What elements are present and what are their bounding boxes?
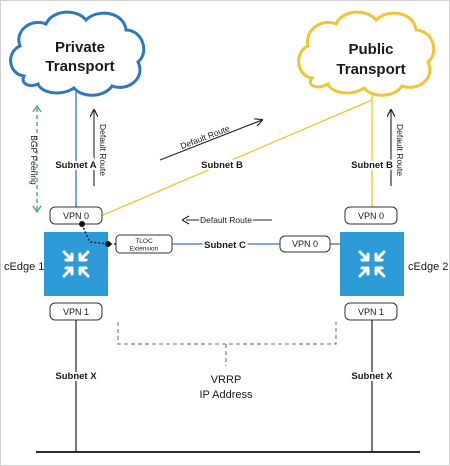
cedge1-label: cEdge 1 (4, 261, 44, 273)
vrrp-line1: VRRP (211, 374, 242, 386)
cedge2-label: cEdge 2 (408, 261, 448, 273)
tloc-dot-top (79, 221, 85, 227)
default-route-mid-arrowhead (181, 215, 190, 225)
tloc-line2: Extension (130, 246, 159, 253)
bgp-arrow-top (32, 104, 42, 113)
bgp-arrow-bottom (32, 205, 42, 214)
cedge2-router (340, 232, 404, 296)
default-route-mid-label: Default Route (200, 215, 252, 225)
cedge2-vpn1-label: VPN 1 (358, 307, 384, 317)
vrrp-line2: IP Address (200, 389, 253, 401)
public-link-subnet-b-left (81, 99, 373, 225)
cedge1-router (44, 232, 108, 296)
public-transport-cloud: Public Transport (297, 10, 436, 97)
cedge2-vpn0-box (344, 206, 398, 225)
default-route-right-label: Default Route (395, 124, 405, 176)
private-cloud-line2: Transport (45, 58, 114, 75)
cedge2-vpn1-box (344, 302, 398, 321)
subnet-x-left-label: Subnet X (55, 371, 97, 382)
cedge1-vpn0-box (49, 206, 103, 225)
default-route-left-label: Default Route (98, 124, 108, 176)
bgp-peering-label: BGP Peering (29, 135, 39, 185)
cedge2-vpn0-side-label: VPN 0 (292, 239, 318, 249)
tloc-line1: TLOC (135, 238, 153, 245)
default-route-diag-label: Default Route (179, 123, 231, 151)
vrrp-bracket (117, 322, 337, 345)
default-route-arrow-diagonal (159, 120, 262, 161)
subnet-b-left-label: Subnet B (201, 160, 243, 171)
subnet-x-right-label: Subnet X (351, 371, 393, 382)
cedge2-vpn0-side-box (279, 235, 331, 253)
private-cloud-line1: Private (55, 39, 105, 56)
subnet-c-label: Subnet C (204, 240, 246, 251)
subnet-a-label: Subnet A (55, 160, 96, 171)
subnet-b-right-label: Subnet B (351, 160, 393, 171)
cedge1-vpn0-label: VPN 0 (63, 211, 89, 221)
private-transport-cloud: Private Transport (9, 10, 146, 97)
public-cloud-line1: Public (348, 41, 393, 58)
cedge1-vpn1-label: VPN 1 (63, 307, 89, 317)
public-cloud-line2: Transport (336, 61, 405, 78)
tloc-dot-right (105, 241, 111, 247)
cedge2-vpn0-label: VPN 0 (358, 211, 384, 221)
